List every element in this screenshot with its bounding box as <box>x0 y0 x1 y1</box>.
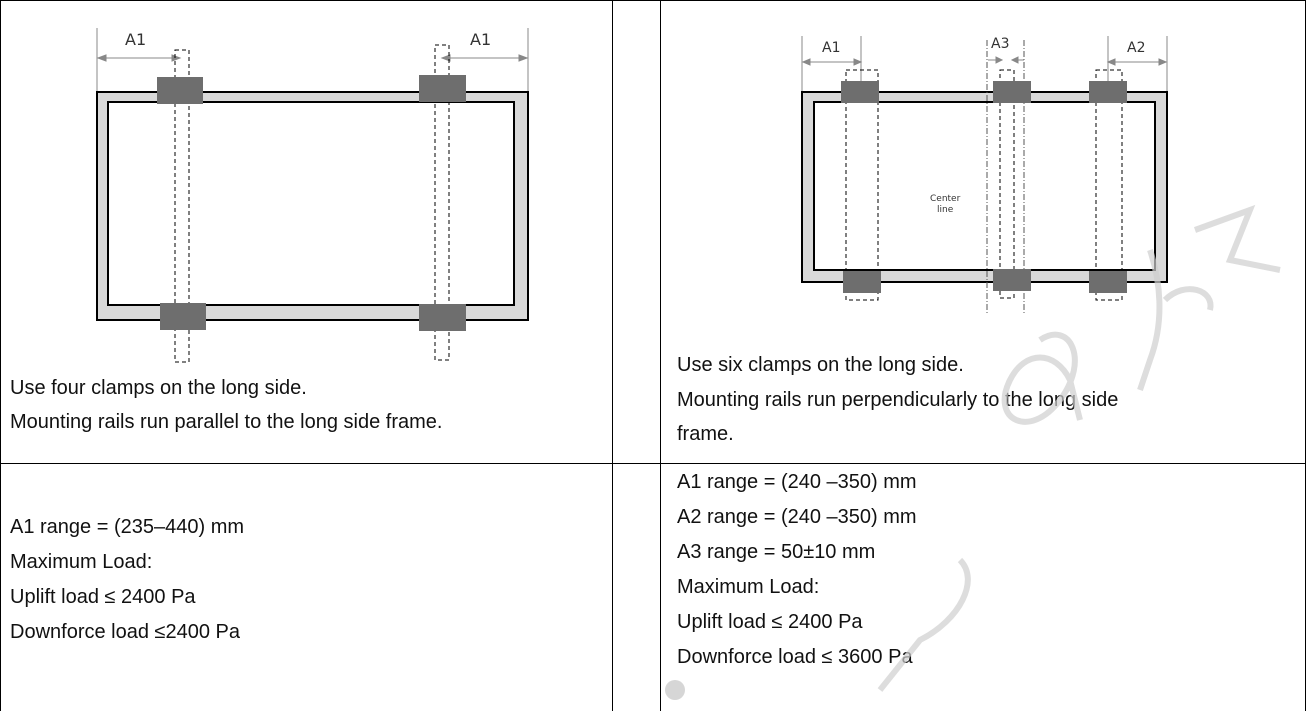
table-border-top <box>0 0 1306 1</box>
left-spec-a1-range: A1 range = (235–440) mm <box>10 516 245 538</box>
a1-dim-label: A1 <box>822 40 840 56</box>
rail-1 <box>845 69 879 301</box>
clamp-bottom-3 <box>1089 271 1127 293</box>
right-spec-max-load: Maximum Load: <box>677 576 820 598</box>
table-divider-left <box>612 0 613 711</box>
module-inner-area <box>107 101 515 306</box>
clamp-bottom-right <box>419 304 466 331</box>
left-caption-line-1: Use four clamps on the long side. <box>10 377 307 399</box>
right-caption-line-1: Use six clamps on the long side. <box>677 354 964 376</box>
right-spec-a1-range: A1 range = (240 –350) mm <box>677 471 917 493</box>
clamp-bottom-2 <box>993 269 1031 291</box>
module-inner-area <box>813 101 1156 271</box>
clamp-bottom-1 <box>843 271 881 293</box>
rail-3 <box>1095 69 1123 301</box>
table-divider-right <box>660 0 661 711</box>
clamp-bottom-left <box>160 303 206 330</box>
table-border-left <box>0 0 1 711</box>
four-clamp-diagram: A1 A1 <box>96 28 529 363</box>
center-line-label: Center <box>930 194 961 204</box>
right-caption-line-3: frame. <box>677 423 734 445</box>
left-spec-uplift: Uplift load ≤ 2400 Pa <box>10 586 196 608</box>
clamp-top-left <box>157 77 203 104</box>
rail-2 <box>999 69 1015 299</box>
a1-left-dim-label: A1 <box>125 30 146 49</box>
right-spec-uplift: Uplift load ≤ 2400 Pa <box>677 611 863 633</box>
rail-left <box>174 49 190 363</box>
table-row-divider <box>0 463 1306 464</box>
clamp-top-right <box>419 75 466 102</box>
right-spec-a3-range: A3 range = 50±10 mm <box>677 541 876 563</box>
clamp-top-2 <box>993 81 1031 103</box>
clamp-top-3 <box>1089 81 1127 103</box>
six-clamp-diagram: A1 A3 A2 Center line <box>801 36 1168 315</box>
left-spec-max-load: Maximum Load: <box>10 551 153 573</box>
clamp-top-1 <box>841 81 879 103</box>
right-spec-downforce: Downforce load ≤ 3600 Pa <box>677 646 913 668</box>
a3-dim-label: A3 <box>991 36 1009 52</box>
right-caption-line-2: Mounting rails run perpendicularly to th… <box>677 389 1119 411</box>
rail-right <box>434 44 450 361</box>
a2-dim-label: A2 <box>1127 40 1145 56</box>
right-spec-a2-range: A2 range = (240 –350) mm <box>677 506 917 528</box>
left-spec-downforce: Downforce load ≤2400 Pa <box>10 621 241 643</box>
center-line-label-2: line <box>937 205 954 215</box>
left-caption-line-2: Mounting rails run parallel to the long … <box>10 411 443 433</box>
a1-right-dim-label: A1 <box>470 30 491 49</box>
